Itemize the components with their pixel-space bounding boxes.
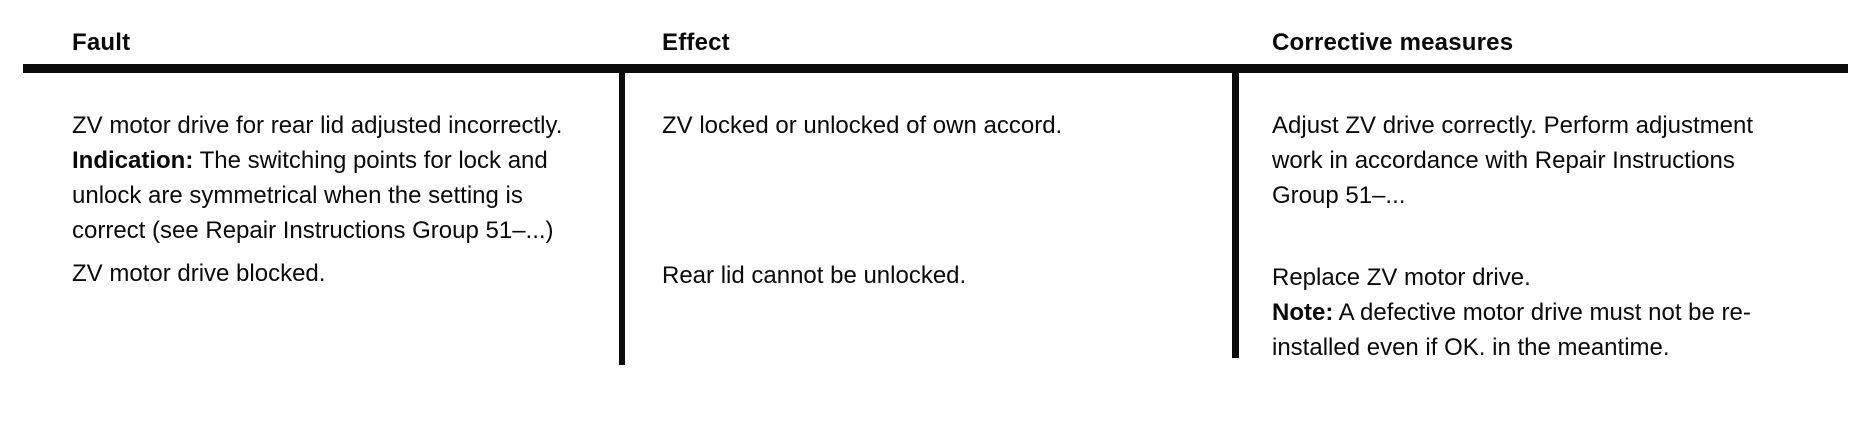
line-text: ZV motor drive blocked. <box>72 260 326 287</box>
cell-line: Adjust ZV drive correctly. Perform adjus… <box>1272 108 1753 143</box>
column-divider-fault-effect <box>619 64 625 365</box>
cell-fault-row2: ZV motor drive blocked. <box>72 256 325 291</box>
line-text: Replace ZV motor drive. <box>1272 264 1531 291</box>
line-text: unlock are symmetrical when the setting … <box>72 182 523 209</box>
cell-line: ZV motor drive for rear lid adjusted inc… <box>72 108 562 143</box>
cell-corrective-row2: Replace ZV motor drive. Note: A defectiv… <box>1272 260 1751 365</box>
line-text: The switching points for lock and <box>193 147 548 174</box>
line-text: Rear lid cannot be unlocked. <box>662 262 967 289</box>
line-text: ZV motor drive for rear lid adjusted inc… <box>72 112 563 139</box>
line-text: installed even if OK. in the meantime. <box>1272 334 1670 361</box>
cell-line: ZV motor drive blocked. <box>72 256 325 291</box>
line-text: correct (see Repair Instructions Group 5… <box>72 217 554 244</box>
line-text: Group 51–... <box>1272 182 1406 209</box>
column-header-fault: Fault <box>72 29 131 56</box>
indication-label: Indication: <box>72 147 194 174</box>
cell-line: work in accordance with Repair Instructi… <box>1272 143 1753 178</box>
cell-line: Indication: The switching points for loc… <box>72 143 562 178</box>
cell-line: ZV locked or unlocked of own accord. <box>662 108 1062 143</box>
cell-line: Group 51–... <box>1272 178 1753 213</box>
cell-effect-row2: Rear lid cannot be unlocked. <box>662 258 966 293</box>
cell-line: Rear lid cannot be unlocked. <box>662 258 966 293</box>
column-header-effect: Effect <box>662 29 730 56</box>
cell-corrective-row1: Adjust ZV drive correctly. Perform adjus… <box>1272 108 1753 213</box>
cell-line: Note: A defective motor drive must not b… <box>1272 295 1751 330</box>
line-text: A defective motor drive must not be re- <box>1333 299 1751 326</box>
header-rule <box>23 64 1848 73</box>
cell-line: installed even if OK. in the meantime. <box>1272 330 1751 365</box>
cell-line: correct (see Repair Instructions Group 5… <box>72 213 562 248</box>
cell-line: unlock are symmetrical when the setting … <box>72 178 562 213</box>
note-label: Note: <box>1272 299 1334 326</box>
line-text: Adjust ZV drive correctly. Perform adjus… <box>1272 112 1754 139</box>
cell-line: Replace ZV motor drive. <box>1272 260 1751 295</box>
cell-fault-row1: ZV motor drive for rear lid adjusted inc… <box>72 108 562 248</box>
column-divider-effect-corrective <box>1232 64 1239 358</box>
cell-effect-row1: ZV locked or unlocked of own accord. <box>662 108 1062 143</box>
line-text: ZV locked or unlocked of own accord. <box>662 112 1063 139</box>
column-header-corrective-measures: Corrective measures <box>1272 29 1514 56</box>
line-text: work in accordance with Repair Instructi… <box>1272 147 1735 174</box>
